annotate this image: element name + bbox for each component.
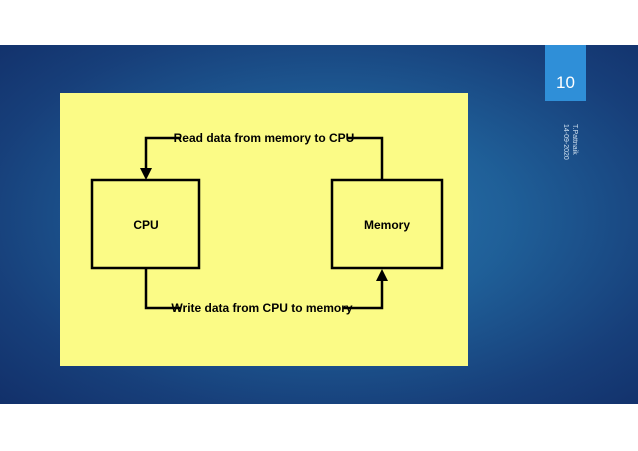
slide-footer: T.Pattnaik 14-09-2020: [561, 124, 579, 160]
memory-box: [330, 178, 444, 270]
date-text: 14-09-2020: [562, 124, 569, 160]
page-number: 10: [556, 73, 575, 92]
read-arrowhead: [140, 168, 152, 180]
write-path-left: [144, 268, 181, 310]
write-arrowhead: [376, 269, 388, 281]
memory-label: Memory: [364, 218, 410, 232]
diagram-panel: [60, 93, 468, 366]
read-path-right: [347, 136, 384, 180]
write-label: Write data from CPU to memory: [171, 301, 352, 315]
author-text: T.Pattnaik: [571, 124, 578, 155]
read-path-left: [144, 136, 181, 170]
read-label: Read data from memory to CPU: [174, 131, 355, 145]
cpu-label: CPU: [133, 218, 158, 232]
page-number-badge: 10: [545, 45, 586, 101]
write-path-right: [343, 279, 384, 310]
